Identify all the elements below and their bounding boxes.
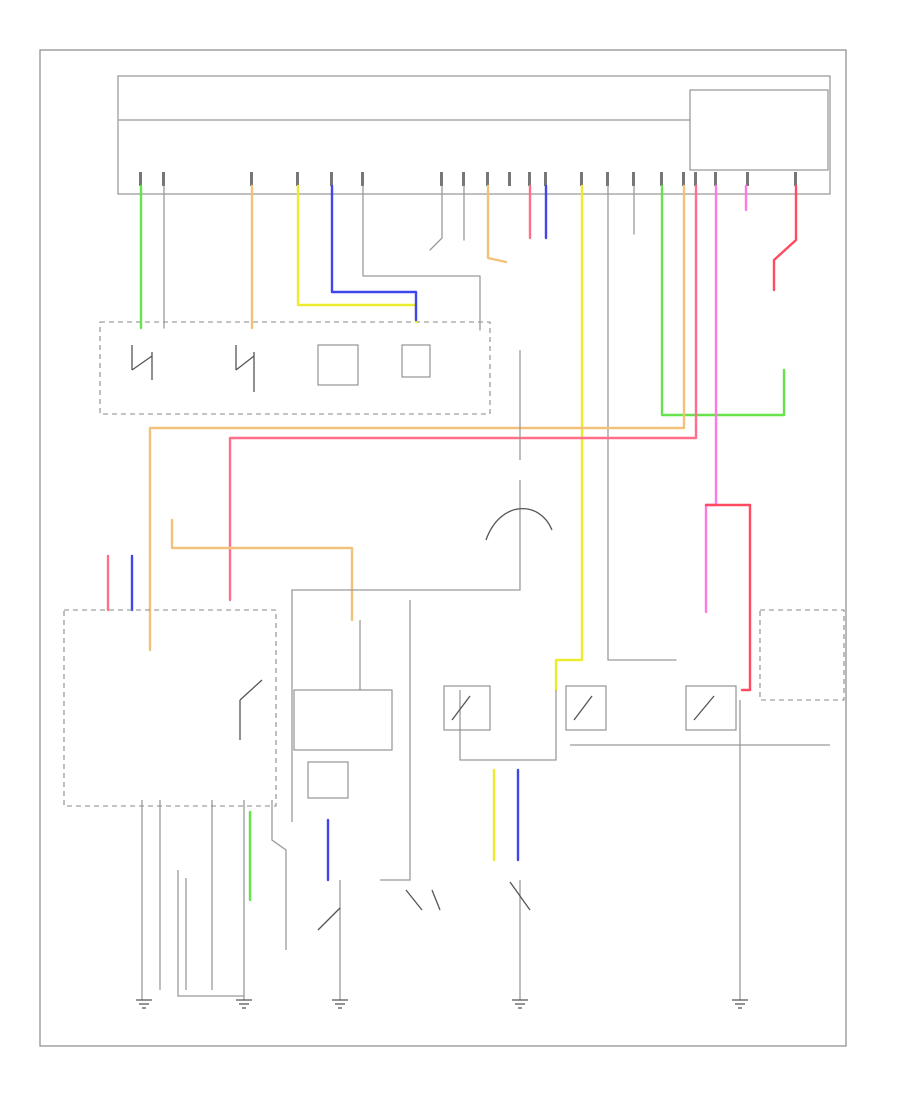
control-unit-box bbox=[117, 75, 831, 195]
module-inner-center bbox=[307, 761, 349, 799]
sensor-block-1 bbox=[317, 344, 359, 386]
switch-symbol-2 bbox=[235, 345, 255, 392]
diagram-frame bbox=[39, 49, 847, 1047]
sensor-block-2 bbox=[401, 344, 431, 378]
switch-lower-2 bbox=[509, 881, 531, 911]
wire-orange-long bbox=[148, 184, 686, 652]
range-switch-arm bbox=[485, 507, 553, 541]
wire-gray-b bbox=[362, 185, 481, 331]
combination-switch-box bbox=[99, 321, 491, 415]
switch-lower-1 bbox=[405, 889, 441, 911]
wire-pink-long bbox=[228, 184, 698, 602]
connector-pins bbox=[139, 172, 797, 186]
relay-box-right bbox=[759, 609, 845, 701]
wire-gray-long bbox=[607, 185, 677, 661]
wire-magenta bbox=[704, 184, 718, 614]
range-switch-contact bbox=[239, 679, 263, 740]
switch-lower-3 bbox=[317, 907, 341, 931]
transmission-switch-box bbox=[63, 609, 277, 807]
wire-gray-c bbox=[429, 185, 443, 251]
wire-yellow-long bbox=[554, 184, 584, 692]
wire-blue-top bbox=[330, 184, 418, 322]
module-block-center bbox=[293, 689, 393, 751]
switch-symbol-1 bbox=[131, 345, 153, 380]
wire-green-right bbox=[660, 184, 786, 417]
gray-wiring-lower bbox=[141, 350, 830, 1000]
wire-orange-branch bbox=[170, 518, 354, 622]
ground-symbols bbox=[136, 999, 748, 1009]
relay-box-top bbox=[689, 89, 829, 171]
wire-orange-center bbox=[486, 184, 508, 264]
relay-group bbox=[443, 685, 737, 731]
wire-red-loop bbox=[704, 503, 752, 692]
wire-yellow-top bbox=[296, 184, 418, 324]
wire-red bbox=[772, 184, 798, 292]
